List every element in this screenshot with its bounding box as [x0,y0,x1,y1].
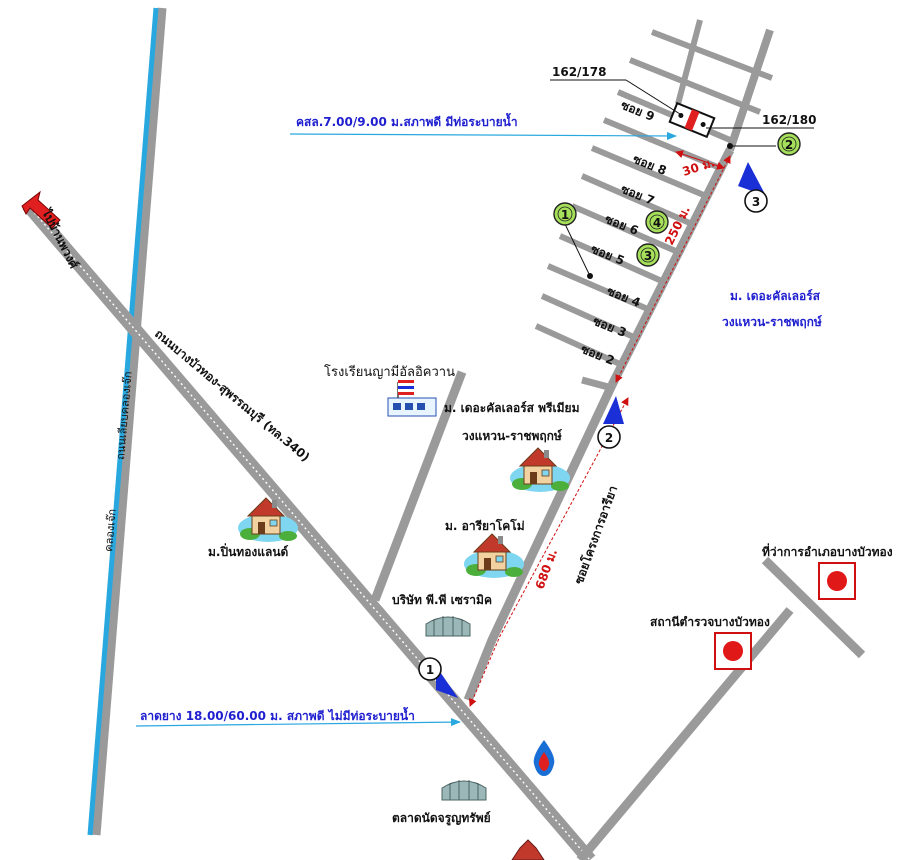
svg-text:1: 1 [426,663,434,677]
soi-2-label: ซอย 2 [579,342,617,368]
government-office-icon [818,562,856,600]
subject-property [668,101,716,139]
school-icon [387,380,437,417]
soi-3-label: ซอย 3 [591,314,629,340]
company-label: บริษัท พี.พี เซรามิค [392,593,492,607]
distance-30-label: 30 ม. [681,155,717,179]
warehouse-icon [425,615,471,637]
pinthong-label: ม.ปิ่นทองแลนด์ [208,543,289,559]
soi-6-label: ซอย 6 [603,212,641,238]
house-icon [463,533,525,579]
house-number-right: 162/180 [762,113,816,127]
to-direction-label: ไปบ้านพวงศ์ [38,205,82,271]
school-label: โรงเรียนญามีอัลอิควาน [324,364,455,380]
police-label: สถานีตำรวจบางบัวทอง [650,615,770,629]
ariya-label: ม. อารียาโคโม่ [445,518,525,533]
soi-4-label: ซอย 4 [605,284,643,310]
distance-lines [469,150,731,707]
direction-arrow-icon [21,190,61,229]
village-premium-label-1: ม. เดอะคัลเลอร์ส พรีเมียม [444,401,580,415]
svg-text:2: 2 [785,138,793,152]
soi-5-label: ซอย 5 [589,242,627,268]
soi-7-label: ซอย 7 [619,182,657,208]
house-icon [509,447,571,493]
market-label: ตลาดนัดจรูญทรัพย์ [392,811,491,826]
district-office-label: ที่ว่าการอำเภอบางบัวทอง [762,543,893,559]
village-premium-label-2: วงแหวน-ราชพฤกษ์ [462,429,562,443]
svg-text:2: 2 [605,431,613,445]
svg-text:4: 4 [653,216,661,230]
photo-marker-1: 1 [553,202,593,279]
police-station-icon [714,632,752,670]
view-arrow-1: 1 [418,657,458,698]
road-note-top: คสล.7.00/9.00 ม.สภาพดี มีท่อระบายน้ำ [296,112,518,129]
gas-station-icon [533,740,555,776]
village-colors-label-1: ม. เดอะคัลเลอร์ส [730,289,821,303]
project-road-label: ซอยโครงการอารียา [571,483,621,586]
village-colors-label-2: วงแหวน-ราชพฤกษ์ [722,315,822,329]
canal-label: คลองเจ๊ก [102,508,119,552]
house-number-left: 162/178 [552,65,606,79]
svg-text:3: 3 [644,249,652,263]
warehouse-icon [441,779,487,801]
view-arrow-2: 2 [597,396,624,449]
road-note-bottom: ลาดยาง 18.00/60.00 ม. สภาพดี ไม่มีท่อระบ… [140,706,415,723]
svg-text:3: 3 [752,195,760,209]
photo-marker-4: 4 [645,210,669,234]
photo-marker-3: 3 [636,243,660,267]
svg-text:1: 1 [561,208,569,222]
view-arrow-3: 3 [738,162,768,213]
canal-road [87,7,167,836]
photo-marker-2: 2 [727,132,801,156]
temple-icon [511,839,545,860]
